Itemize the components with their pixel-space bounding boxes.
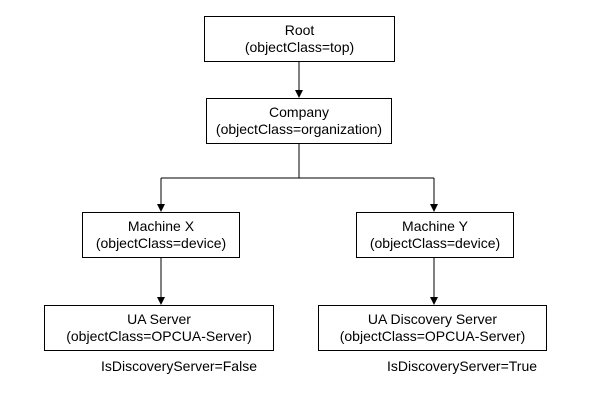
machine-x-node: Machine X (objectClass=device) xyxy=(82,212,240,258)
root-object-class: (objectClass=top) xyxy=(244,39,355,55)
machine-y-title: Machine Y xyxy=(402,218,468,234)
machine-x-title: Machine X xyxy=(127,218,195,234)
ua-discovery-server-title: UA Discovery Server xyxy=(367,311,498,327)
ua-server-node: UA Server (objectClass=OPCUA-Server) xyxy=(44,305,274,351)
company-object-class: (objectClass=organization) xyxy=(215,121,383,137)
machine-y-object-class: (objectClass=device) xyxy=(369,235,501,251)
ua-discovery-server-discovery-flag: IsDiscoveryServer=True xyxy=(387,358,538,374)
root-node: Root (objectClass=top) xyxy=(204,16,395,62)
company-title: Company xyxy=(269,104,329,120)
ua-server-title: UA Server xyxy=(127,311,191,327)
machine-y-node: Machine Y (objectClass=device) xyxy=(356,212,514,258)
ua-server-object-class: (objectClass=OPCUA-Server) xyxy=(66,328,252,344)
machine-x-object-class: (objectClass=device) xyxy=(95,235,227,251)
root-title: Root xyxy=(284,22,315,38)
company-node: Company (objectClass=organization) xyxy=(206,98,392,144)
ua-discovery-server-object-class: (objectClass=OPCUA-Server) xyxy=(339,328,526,344)
ua-discovery-server-node: UA Discovery Server (objectClass=OPCUA-S… xyxy=(318,305,547,351)
ua-server-discovery-flag: IsDiscoveryServer=False xyxy=(101,358,257,374)
